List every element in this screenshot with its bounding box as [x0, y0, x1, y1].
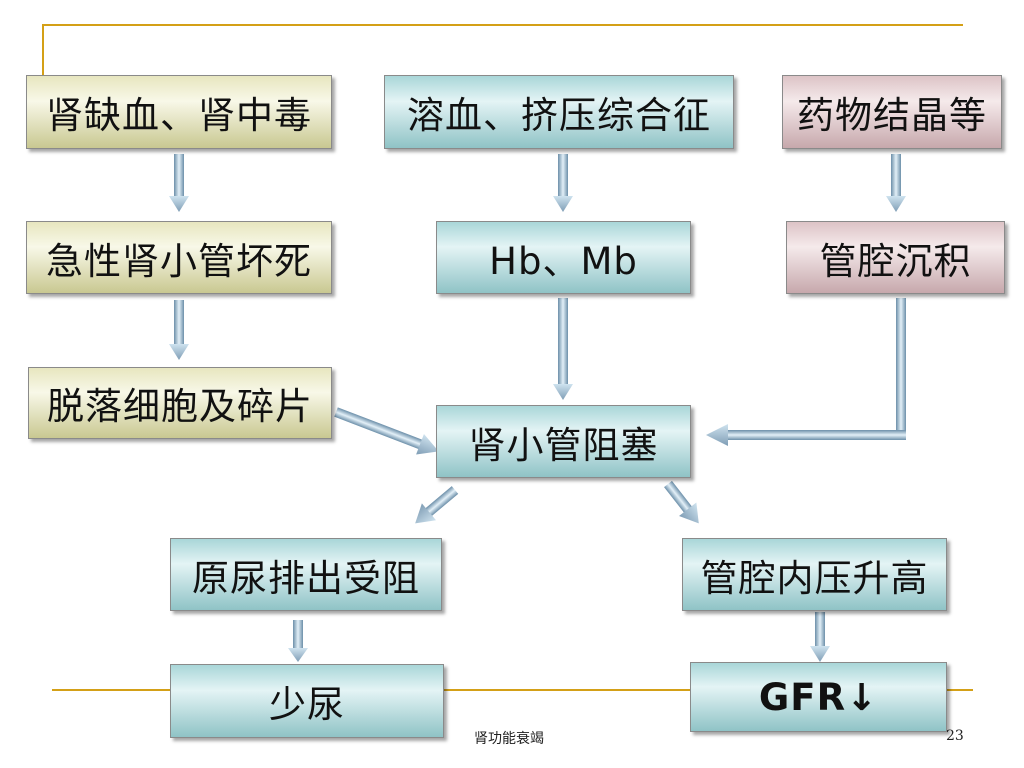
node-oliguria: 少尿 — [170, 664, 444, 738]
node-tubular-obstruction: 肾小管阻塞 — [436, 405, 691, 478]
node-label: 管腔沉积 — [819, 239, 972, 283]
node-label: 急性肾小管坏死 — [46, 239, 312, 283]
node-label: 管腔内压升高 — [700, 556, 929, 600]
node-drug-crystals: 药物结晶等 — [782, 75, 1002, 149]
left-rule — [42, 24, 44, 76]
node-renal-ischemia: 肾缺血、肾中毒 — [26, 75, 332, 149]
top-rule — [42, 24, 963, 26]
arrow-obstruction-to-blocked — [415, 486, 459, 524]
node-gfr-down: GFR↓ — [690, 662, 947, 732]
node-urine-outflow-blocked: 原尿排出受阻 — [170, 538, 442, 611]
arrow-hemolysis-to-hbmb — [553, 154, 573, 212]
node-label: 药物结晶等 — [797, 94, 987, 137]
node-label: 肾小管阻塞 — [468, 423, 659, 467]
arrow-blocked-to-oliguria — [288, 620, 308, 662]
node-hemolysis: 溶血、挤压综合征 — [384, 75, 734, 149]
arrow-shed-cells-to-obstruction — [334, 407, 439, 455]
node-label: 肾缺血、肾中毒 — [46, 94, 312, 137]
node-intraluminal-pressure: 管腔内压升高 — [682, 538, 947, 611]
node-label: 脱落细胞及碎片 — [47, 385, 313, 428]
node-label: GFR↓ — [758, 675, 879, 719]
node-label: 原尿排出受阻 — [192, 556, 420, 600]
arrow-deposition-to-obstruction — [706, 298, 906, 446]
node-acute-tubular-necrosis: 急性肾小管坏死 — [26, 221, 332, 294]
arrow-necrosis-to-shed-cells — [169, 300, 189, 360]
arrow-drugs-to-deposition — [886, 154, 906, 212]
arrow-obstruction-to-pressure — [664, 480, 699, 524]
node-label: 少尿 — [269, 683, 345, 726]
page-number: 23 — [946, 728, 964, 744]
node-lumen-deposition: 管腔沉积 — [786, 221, 1005, 294]
arrow-hbmb-to-obstruction — [553, 298, 573, 400]
footer-title: 肾功能衰竭 — [474, 731, 544, 747]
arrow-pressure-to-gfr — [810, 612, 830, 662]
node-label: 溶血、挤压综合征 — [407, 94, 711, 137]
node-shed-cells: 脱落细胞及碎片 — [28, 367, 332, 439]
node-hb-mb: Hb、Mb — [436, 221, 691, 294]
node-label: Hb、Mb — [489, 239, 638, 283]
arrow-ischemia-to-necrosis — [169, 154, 189, 212]
bottom-rule — [52, 689, 973, 691]
